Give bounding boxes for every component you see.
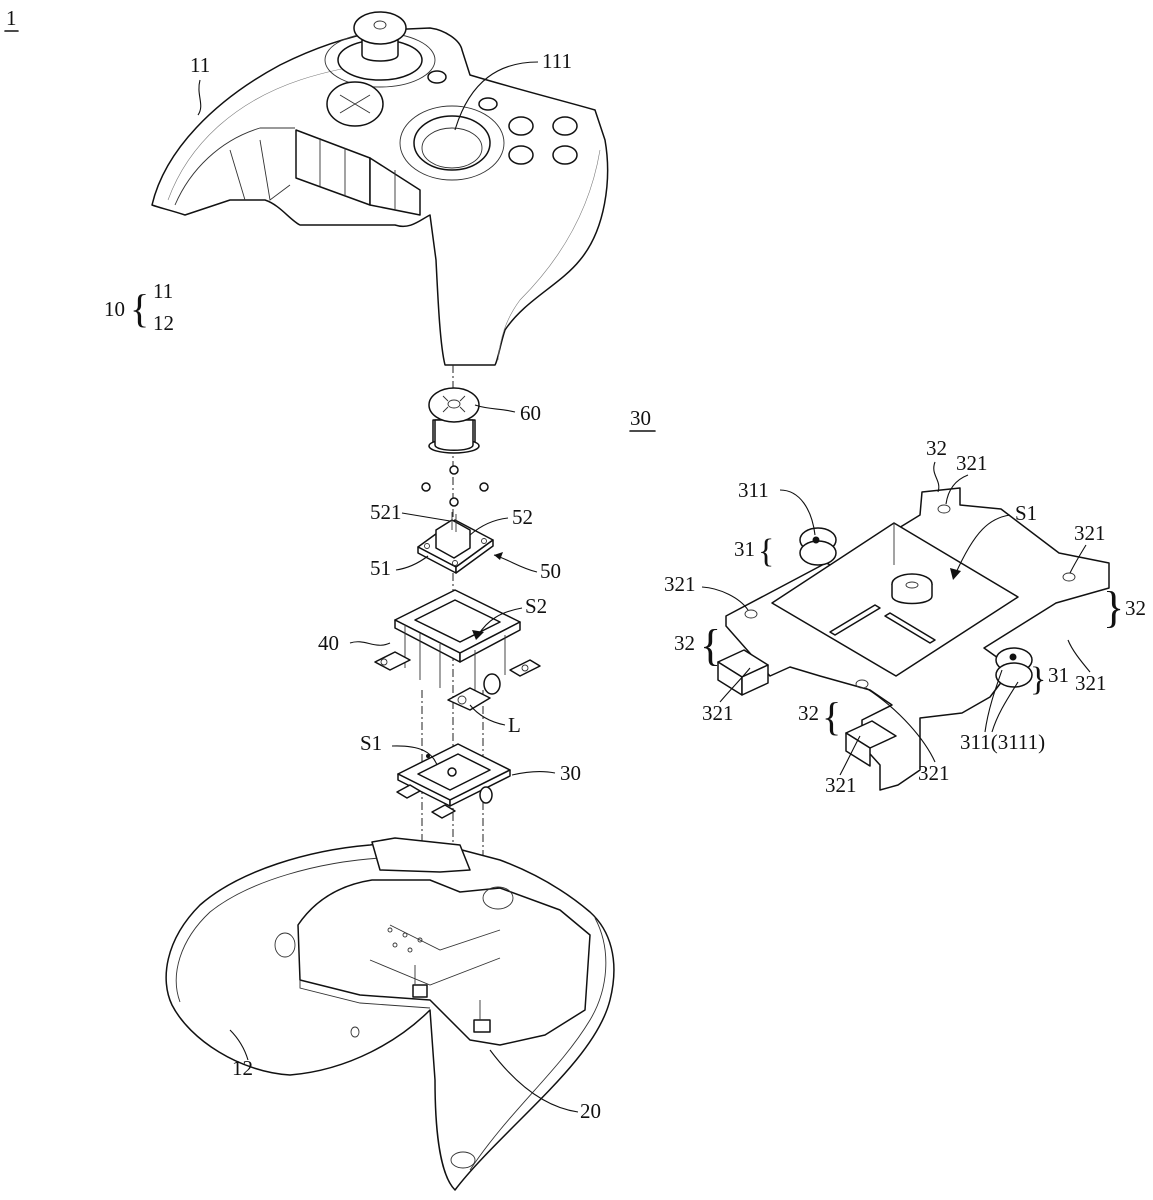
detail-leader-bottom-hole-2	[865, 687, 936, 763]
label-space-upper: S2	[525, 594, 547, 618]
detail-brace-left-tab: {	[700, 621, 721, 670]
cap	[428, 387, 480, 454]
leader-space-lower-small	[391, 745, 438, 766]
detail-brace-bottom-tab: {	[822, 694, 841, 739]
detail-title: 30	[630, 406, 651, 430]
detail-leader-lower-left-hole	[719, 667, 751, 703]
detail-frame	[717, 487, 1110, 791]
housing-brace: {	[130, 286, 149, 331]
detail-label-space: S1	[1015, 501, 1037, 525]
label-bottom-cover: 12	[232, 1056, 253, 1080]
arrow-space-upper	[472, 630, 484, 640]
detail-label-bottom-tab: 32	[798, 701, 819, 725]
detail-arrow-space	[950, 568, 961, 580]
leader-circuit-board	[489, 1049, 579, 1113]
screws	[421, 465, 489, 507]
label-upper-frame: 40	[318, 631, 339, 655]
label-button-hole: 111	[542, 49, 572, 73]
leader-lower-frame-small	[511, 770, 556, 776]
detail-leader-pivot-top	[779, 489, 816, 536]
label-circuit-board: 20	[580, 1099, 601, 1123]
figure-number: 1	[6, 6, 17, 30]
detail-label-left-tab-hole: 321	[664, 572, 696, 596]
upper-frame	[374, 589, 541, 711]
label-limit: L	[508, 713, 521, 737]
detail-label-pivot-bottom: 311(3111)	[960, 730, 1045, 754]
leader-bottom-cover	[229, 1029, 249, 1061]
leader-module-pin	[401, 512, 451, 522]
top-cover	[151, 11, 609, 366]
detail-label-left-tab: 32	[674, 631, 695, 655]
detail-label-lower-left-hole: 321	[702, 701, 734, 725]
leader-module-switch	[469, 517, 509, 536]
detail-brace-side-left: {	[758, 533, 774, 570]
lower-frame-small	[396, 743, 511, 819]
detail-label-right-tab-hole: 321	[1074, 521, 1106, 545]
label-space-lower-small: S1	[360, 731, 382, 755]
detail-leader-top-tab	[933, 461, 940, 493]
bottom-cover	[165, 837, 615, 1191]
leader-upper-frame	[349, 641, 391, 646]
detail-leader-top-tab-hole	[945, 474, 969, 505]
detail-leader-space	[954, 514, 1011, 576]
detail-label-pivot-top: 311	[738, 478, 769, 502]
leader-cap	[474, 404, 516, 413]
leader-module-board	[395, 555, 429, 571]
detail-label-side-right: 31	[1048, 663, 1069, 687]
label-lower-frame-small: 30	[560, 761, 581, 785]
label-module-board: 51	[370, 556, 391, 580]
label-module: 50	[540, 559, 561, 583]
detail-brace-side-right: }	[1030, 661, 1046, 698]
label-module-pin: 521	[370, 500, 402, 524]
detail-leader-left-tab-hole	[701, 586, 749, 611]
label-top-cover: 11	[190, 53, 210, 77]
detail-brace-right-tab: }	[1103, 583, 1124, 632]
module	[417, 512, 494, 574]
detail-label-top-tab-hole: 321	[956, 451, 988, 475]
leader-top-cover	[197, 79, 202, 116]
detail-label-right-tab: 32	[1125, 596, 1146, 620]
label-housing: 10	[104, 297, 125, 321]
detail-label-bottom-hole-2: 321	[918, 761, 950, 785]
detail-leader-pivot-bottom	[984, 669, 1019, 733]
label-housing-lower: 12	[153, 311, 174, 335]
detail-label-bottom-hole: 321	[825, 773, 857, 797]
detail-leader-right-lower-hole	[1067, 639, 1091, 673]
detail-leader-right-tab-hole	[1069, 544, 1087, 574]
label-cap: 60	[520, 401, 541, 425]
label-housing-upper: 11	[153, 279, 173, 303]
detail-label-right-lower-hole: 321	[1075, 671, 1107, 695]
label-module-switch: 52	[512, 505, 533, 529]
leader-button-hole	[454, 61, 539, 131]
detail-label-side-left: 31	[734, 537, 755, 561]
leader-limit	[469, 704, 506, 726]
detail-label-top-tab: 32	[926, 436, 947, 460]
arrow-module	[494, 552, 503, 560]
detail-leader-bottom-hole	[839, 735, 861, 776]
